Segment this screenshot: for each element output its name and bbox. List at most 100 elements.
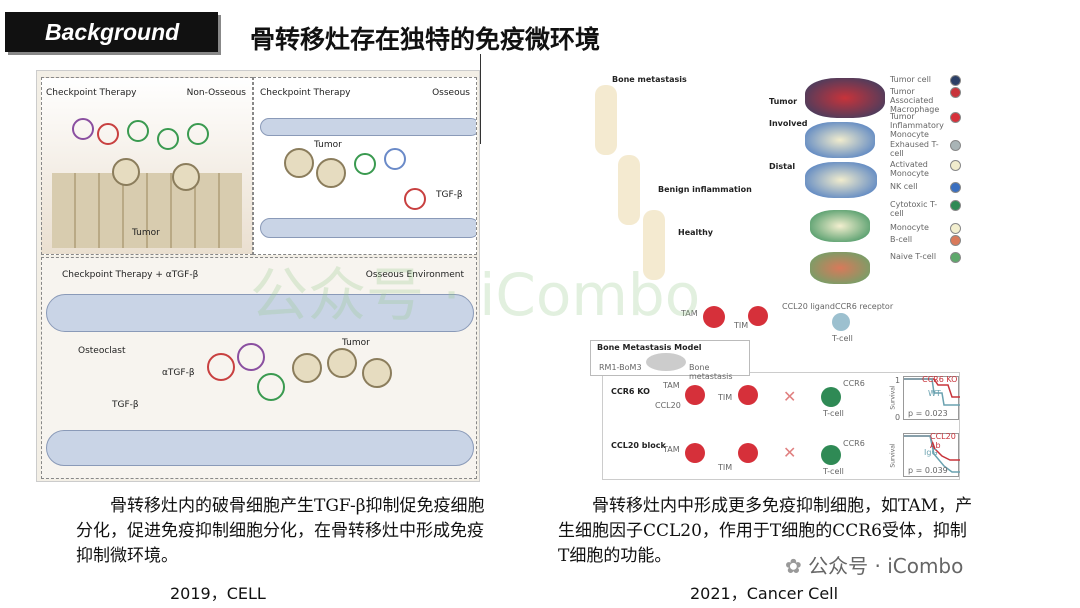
ko-tcell: T-cell [823,409,844,418]
bone-vessel [260,118,476,136]
cell-cluster-benign [810,210,870,242]
bone-vessel [46,430,474,466]
cell [157,128,179,150]
blk-tim: TIM [718,463,733,472]
km-curves [904,378,960,406]
km-ylabel: Survival [889,443,897,468]
axis-one: 1 [895,376,901,385]
cell-cluster-tumor [805,78,885,118]
mech-ligand: CCL20 ligand [782,302,835,311]
panel-non-osseous: Checkpoint Therapy Non-Osseous Tumor [41,77,253,255]
tam-cell-icon [685,385,705,405]
right-figure: Bone metastasis Tumor Involved Distal Be… [585,70,970,480]
panel-label: Checkpoint Therapy [46,88,137,98]
body-figure [618,155,640,225]
background-tag: Background [5,12,218,52]
ko-ccl20: CCL20 [655,401,681,410]
km-group: CCL20 Ab [930,432,956,450]
cell [404,188,426,210]
cell-cluster-involved [805,122,875,158]
experiment-box: CCR6 KO TAM CCL20 TIM ✕ CCR6 T-cell CCR6… [602,372,960,480]
tam-cell-icon [703,306,725,328]
panel-osseous: Checkpoint Therapy Osseous Tumor TGF-β [253,77,477,255]
legend-label: Naive T-cell [890,252,937,261]
body-figure [595,85,617,155]
cell [207,353,235,381]
cell [292,353,322,383]
right-citation: 2021，Cancer Cell [690,584,839,603]
label-involved: Involved [769,119,808,128]
blocked-x-icon: ✕ [783,387,797,406]
survival-plot-ccr6ko: CCR6 KO WT p = 0.023 [903,375,960,420]
panel-label: Osseous [432,88,470,98]
cell [362,358,392,388]
legend-label: NK cell [890,182,918,191]
cell [316,158,346,188]
body-figure [643,210,665,280]
km-ylabel: Survival [889,385,897,410]
label-distal: Distal [769,162,796,171]
tim-cell-icon [738,385,758,405]
axis-zero: 0 [895,413,901,422]
wechat-icon: ✿ [785,554,809,578]
model-box: Bone Metastasis Model RM1-BoM3 Bone meta… [590,340,750,381]
mouse-icon [646,353,686,371]
panel-label: Osseous Environment [365,270,464,280]
legend-swatch [950,160,961,171]
legend-swatch [950,235,961,246]
factor-label: TGF-β [436,190,463,200]
km-control: WT [928,389,941,398]
legend-label: Exhaused T-cell [890,140,939,158]
legend-swatch [950,252,961,263]
antibody-label: αTGF-β [162,368,195,378]
legend-swatch [950,200,961,211]
cell-label: Tumor [342,338,370,348]
blk-ccr6: CCR6 [843,439,865,448]
cell-cluster-distal [805,162,877,198]
cell [237,343,265,371]
legend-swatch [950,140,961,151]
label-bone-metastasis: Bone metastasis [612,75,687,84]
legend-swatch [950,182,961,193]
bone-vessel [46,294,474,332]
label-benign: Benign inflammation [658,185,752,194]
ccr6ko-title: CCR6 KO [611,387,650,396]
model-title: Bone Metastasis Model [597,343,702,352]
panel-label: Checkpoint Therapy [260,88,351,98]
legend-label: Monocyte [890,223,929,232]
panel-label: Non-Osseous [186,88,246,98]
ko-tam: TAM [663,381,680,390]
legend-label: Tumor Inflammatory Monocyte [890,112,944,139]
ccl20-title: CCL20 block [611,441,666,450]
left-caption: 骨转移灶内的破骨细胞产生TGF-β抑制促免疫细胞分化，促进免疫抑制细胞分化，在骨… [76,496,485,566]
panel-osseous-environment: Checkpoint Therapy + αTGF-β Osseous Envi… [41,257,477,479]
ko-tim: TIM [718,393,733,402]
watermark-text: 公众号 · iCombo [808,554,964,578]
legend-label: Tumor Associated Macrophage [890,87,940,114]
cell [284,148,314,178]
label-healthy: Healthy [678,228,713,237]
legend-swatch [950,87,961,98]
cell [257,373,285,401]
cell [187,123,209,145]
legend-swatch [950,75,961,86]
left-citation: 2019，CELL [170,584,266,603]
ko-ccr6: CCR6 [843,379,865,388]
panel-label: Checkpoint Therapy + αTGF-β [62,270,199,280]
left-figure: Checkpoint Therapy Non-Osseous Tumor Che… [36,70,480,482]
tim-cell-icon [738,443,758,463]
cell [97,123,119,145]
t-cell-icon [821,445,841,465]
survival-plot-ccl20: CCL20 Ab IgG p = 0.039 [903,432,960,477]
km-control: IgG [924,448,938,457]
mech-receptor: CCR6 receptor [835,302,894,311]
t-cell-icon [832,313,850,331]
label-tumor: Tumor [769,97,798,106]
cell [127,120,149,142]
cell-label: Tumor [314,140,342,150]
tam-cell-icon [685,443,705,463]
km-curves [904,435,960,473]
cell [327,348,357,378]
bone-vessel [260,218,476,238]
osteoclast-label: Osteoclast [78,346,126,356]
